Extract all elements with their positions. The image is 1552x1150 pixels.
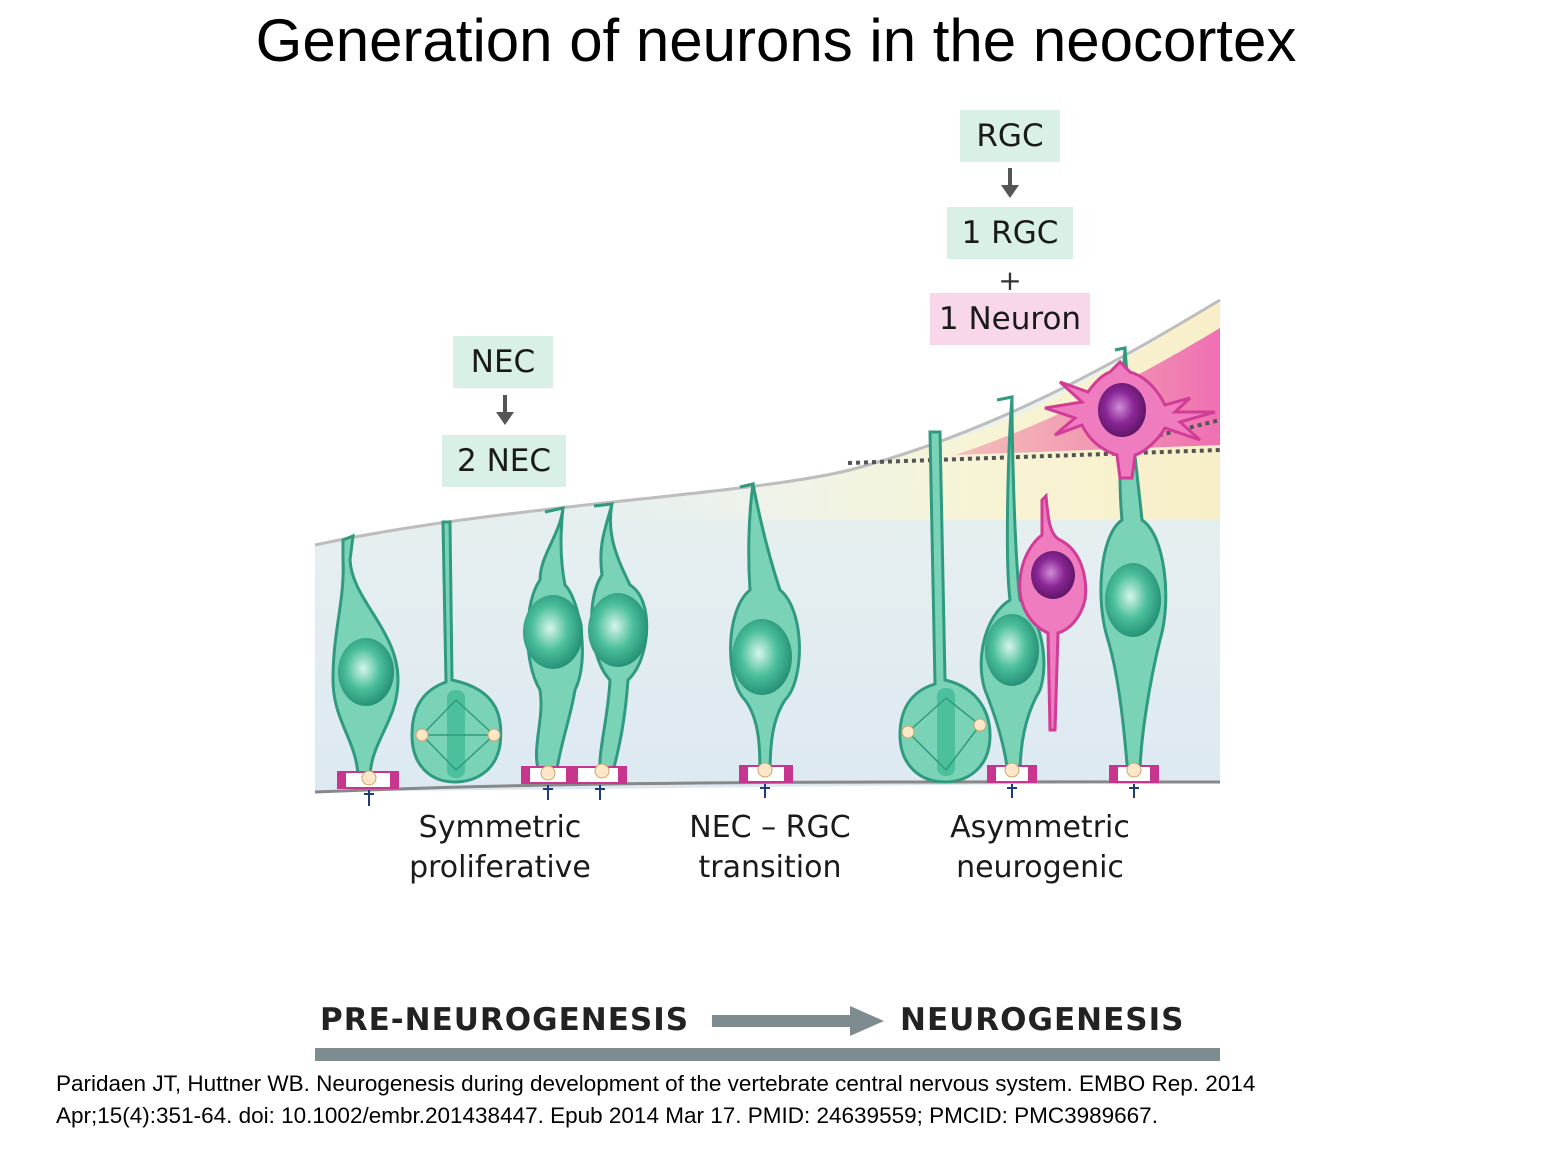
pial-surface bbox=[314, 298, 1221, 547]
dotted-boundary-1 bbox=[847, 448, 1221, 465]
phase-pre-neurogenesis: PRE-NEUROGENESIS bbox=[320, 1002, 690, 1038]
stage-transition-line2: transition bbox=[698, 850, 842, 885]
transition-cell bbox=[729, 482, 801, 777]
stage-asymmetric-line2: neurogenic bbox=[956, 850, 1124, 885]
stage-symmetric-line1: Symmetric bbox=[418, 810, 582, 845]
citation: Paridaen JT, Huttner WB. Neurogenesis du… bbox=[56, 1068, 1506, 1132]
stage-nec-rgc-transition: NEC – RGC transition bbox=[670, 808, 870, 888]
stage-asymmetric-neurogenic: Asymmetric neurogenic bbox=[940, 808, 1140, 888]
apical-junction-3 bbox=[739, 762, 793, 798]
citation-line-2: Apr;15(4):351-64. doi: 10.1002/embr.2014… bbox=[56, 1103, 1158, 1128]
one-rgc-box: 1 RGC bbox=[947, 207, 1073, 259]
rgc-arrow-icon bbox=[1001, 168, 1019, 198]
slide-title: Generation of neurons in the neocortex bbox=[255, 7, 1297, 74]
nec-arrow-icon bbox=[496, 395, 514, 425]
rgc-box: RGC bbox=[960, 110, 1060, 162]
stage-symmetric-line2: proliferative bbox=[409, 850, 591, 885]
rgc-cell-mitotic bbox=[898, 430, 992, 784]
apical-junction-4 bbox=[987, 762, 1037, 798]
one-neuron-box: 1 Neuron bbox=[930, 293, 1090, 345]
rgc-cell-1 bbox=[979, 395, 1046, 777]
nec-daughter-cell-1 bbox=[523, 506, 584, 777]
citation-line-1: Paridaen JT, Huttner WB. Neurogenesis du… bbox=[56, 1071, 1256, 1096]
migrating-neuron bbox=[1018, 492, 1088, 732]
apical-junction-5 bbox=[1109, 762, 1159, 798]
two-nec-box: 2 NEC bbox=[442, 435, 566, 487]
nec-cell-mitotic-1 bbox=[410, 520, 503, 784]
stage-asymmetric-line1: Asymmetric bbox=[950, 810, 1130, 845]
apical-junction-2 bbox=[521, 763, 627, 800]
cortical-neuron bbox=[1044, 359, 1216, 480]
apical-junctions bbox=[337, 762, 1159, 806]
intermediate-zone bbox=[600, 300, 1220, 520]
phase-arrow bbox=[712, 1006, 884, 1036]
stage-symmetric-proliferative: Symmetric proliferative bbox=[400, 808, 600, 888]
phase-neurogenesis: NEUROGENESIS bbox=[900, 1002, 1185, 1038]
plus-sign: + bbox=[998, 264, 1022, 297]
apical-junction-1 bbox=[337, 770, 399, 806]
stage-transition-line1: NEC – RGC bbox=[689, 810, 851, 845]
phase-bar bbox=[315, 1048, 1220, 1061]
nec-box: NEC bbox=[453, 336, 553, 388]
